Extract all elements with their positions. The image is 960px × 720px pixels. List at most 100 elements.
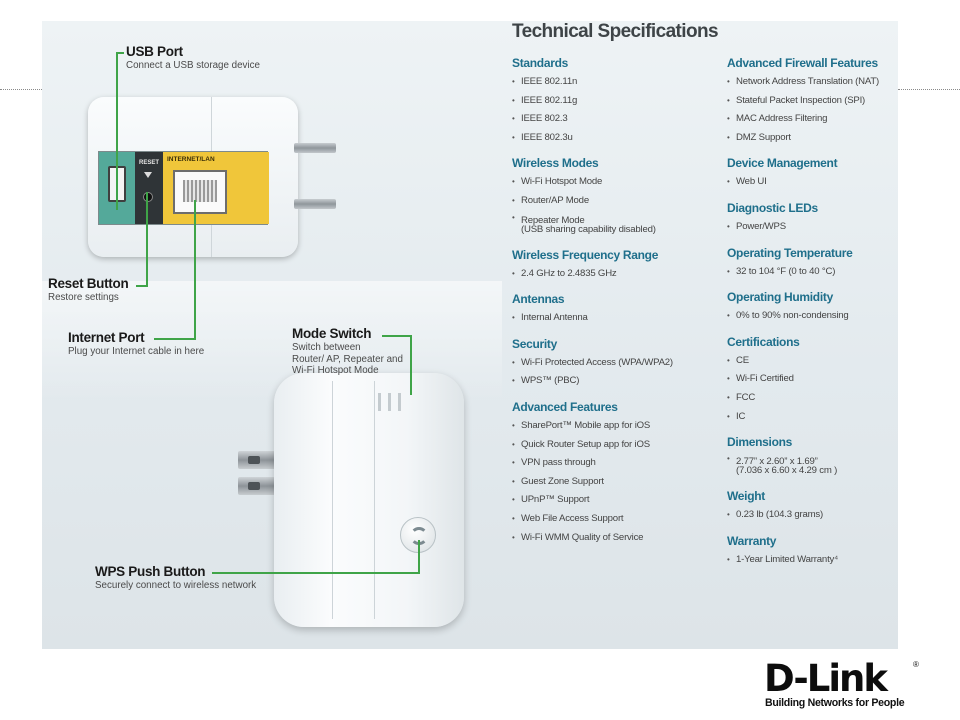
spec-item: Wi-Fi Certified [727, 370, 897, 389]
spec-item: IEEE 802.3 [512, 110, 722, 129]
spec-list: SharePort™ Mobile app for iOS Quick Rout… [512, 417, 722, 547]
wps-callout-line [212, 572, 420, 574]
spec-heading: Weight [727, 489, 765, 504]
lan-device-label: INTERNET/LAN [167, 156, 215, 163]
spec-item-text: 2.77” x 2.60” x 1.69” [736, 456, 818, 468]
spec-item: Wi-Fi WMM Quality of Service [512, 529, 722, 548]
spec-heading: Warranty [727, 533, 777, 548]
spec-item: Power/WPS [727, 218, 897, 237]
spec-item: IEEE 802.3u [512, 129, 722, 148]
spec-heading: Operating Humidity [727, 290, 833, 305]
spec-item: IC [727, 408, 897, 427]
spec-item: CE [727, 352, 897, 371]
spec-item: 2.4 GHz to 2.4835 GHz [512, 265, 722, 284]
usb-callout-title: USB Port [126, 44, 183, 59]
spec-item-note: (7.036 x 6.60 x 4.29 cm ) [736, 465, 838, 477]
spec-list: 1-Year Limited Warranty⁴ [727, 551, 897, 570]
reset-callout: Reset Button Restore settings [48, 276, 129, 304]
spec-heading: Antennas [512, 292, 565, 307]
spec-item: 2.77” x 2.60” x 1.69”(7.036 x 6.60 x 4.2… [727, 452, 897, 480]
spec-section: Certifications CE Wi-Fi Certified FCC IC [727, 335, 897, 426]
spec-item: Repeater Mode(USB sharing capability dis… [512, 211, 722, 239]
spec-item: DMZ Support [727, 129, 897, 148]
page-title: Technical Specifications [512, 21, 719, 42]
reset-callout-title: Reset Button [48, 276, 129, 291]
spec-heading: Dimensions [727, 435, 793, 450]
reset-area [135, 152, 163, 224]
internet-callout-line [154, 338, 196, 340]
spec-item: Network Address Translation (NAT) [727, 73, 897, 92]
spec-list: Wi-Fi Protected Access (WPA/WPA2) WPS™ (… [512, 354, 722, 391]
reset-device-label: RESET [139, 160, 160, 166]
logo-tagline: Building Networks for People [765, 697, 905, 709]
spec-section: Advanced Firewall Features Network Addre… [727, 56, 897, 147]
spec-heading: Diagnostic LEDs [727, 200, 818, 215]
spec-column-right: Advanced Firewall Features Network Addre… [727, 56, 897, 578]
mode-switch-icon [378, 393, 381, 411]
spec-item: WPS™ (PBC) [512, 372, 722, 391]
ethernet-port-icon [173, 170, 227, 214]
wps-callout: WPS Push Button Securely connect to wire… [95, 564, 256, 592]
spec-item: 32 to 104 °F (0 to 40 °C) [727, 263, 897, 282]
device-seam [374, 381, 375, 619]
spec-list: Wi-Fi Hotspot Mode Router/AP Mode Repeat… [512, 173, 722, 238]
mode-switch-ridge [398, 393, 401, 411]
mode-callout: Mode Switch Switch between Router/ AP, R… [292, 326, 403, 377]
mode-callout-desc: Switch between Router/ AP, Repeater and … [292, 342, 403, 376]
spec-item: Web UI [727, 173, 897, 192]
dlink-logo: D-Link ® Building Networks for People [764, 660, 922, 710]
spec-item: IEEE 802.11n [512, 73, 722, 92]
plug-prong-side-top [238, 451, 278, 469]
spec-section: Operating Humidity 0% to 90% non-condens… [727, 290, 897, 326]
mode-callout-title: Mode Switch [292, 326, 372, 341]
right-dotted-rule [898, 89, 960, 90]
router-front-image: RESET INTERNET/LAN [88, 97, 336, 257]
internet-callout-desc: Plug your Internet cable in here [68, 346, 205, 357]
reset-hole-icon [143, 192, 153, 202]
spec-item: Guest Zone Support [512, 473, 722, 492]
spec-list: 32 to 104 °F (0 to 40 °C) [727, 263, 897, 282]
spec-list: 0% to 90% non-condensing [727, 307, 897, 326]
mode-switch-ridge [388, 393, 391, 411]
spec-item: 0.23 lb (104.3 grams) [727, 506, 897, 525]
spec-section: Advanced Features SharePort™ Mobile app … [512, 400, 722, 547]
reset-callout-line-v [146, 192, 148, 287]
spec-list: 2.77” x 2.60” x 1.69”(7.036 x 6.60 x 4.2… [727, 452, 897, 480]
spec-section: Wireless Frequency Range 2.4 GHz to 2.48… [512, 248, 722, 284]
spec-item-note: (USB sharing capability disabled) [521, 223, 656, 235]
spec-item: Wi-Fi Hotspot Mode [512, 173, 722, 192]
prong-slot [248, 456, 260, 464]
spec-section: Dimensions 2.77” x 2.60” x 1.69”(7.036 x… [727, 435, 897, 480]
spec-list: Web UI [727, 173, 897, 192]
spec-section: Operating Temperature 32 to 104 °F (0 to… [727, 246, 897, 282]
spec-heading: Standards [512, 56, 568, 70]
internet-callout: Internet Port Plug your Internet cable i… [68, 330, 204, 358]
spec-item: FCC [727, 389, 897, 408]
spec-section: Standards IEEE 802.11n IEEE 802.11g IEEE… [512, 56, 722, 147]
spec-section: Security Wi-Fi Protected Access (WPA/WPA… [512, 337, 722, 391]
spec-list: IEEE 802.11n IEEE 802.11g IEEE 802.3 IEE… [512, 73, 722, 147]
spec-item: 0% to 90% non-condensing [727, 307, 897, 326]
spec-section: Weight 0.23 lb (104.3 grams) [727, 489, 897, 525]
port-panel: RESET INTERNET/LAN [98, 151, 269, 225]
usb-callout-desc: Connect a USB storage device [126, 60, 260, 71]
wps-callout-title: WPS Push Button [95, 564, 206, 579]
spec-item: Web File Access Support [512, 510, 722, 529]
spec-heading: Certifications [727, 334, 800, 349]
spec-section: Wireless Modes Wi-Fi Hotspot Mode Router… [512, 156, 722, 238]
mode-callout-line [382, 335, 412, 337]
internet-callout-title: Internet Port [68, 330, 145, 345]
spec-item-text: Repeater Mode [521, 214, 585, 226]
spec-item: Router/AP Mode [512, 192, 722, 211]
reset-callout-desc: Restore settings [48, 292, 119, 303]
spec-heading: Advanced Firewall Features [727, 56, 878, 70]
spec-list: 2.4 GHz to 2.4835 GHz [512, 265, 722, 284]
spec-list: Network Address Translation (NAT) Statef… [727, 73, 897, 147]
spec-item: MAC Address Filtering [727, 110, 897, 129]
prong-slot [248, 482, 260, 490]
spec-heading: Advanced Features [512, 399, 618, 414]
usb-callout: USB Port Connect a USB storage device [126, 44, 260, 72]
wps-callout-line-v [418, 540, 420, 574]
spec-item: Wi-Fi Protected Access (WPA/WPA2) [512, 354, 722, 373]
spec-heading: Security [512, 336, 557, 351]
